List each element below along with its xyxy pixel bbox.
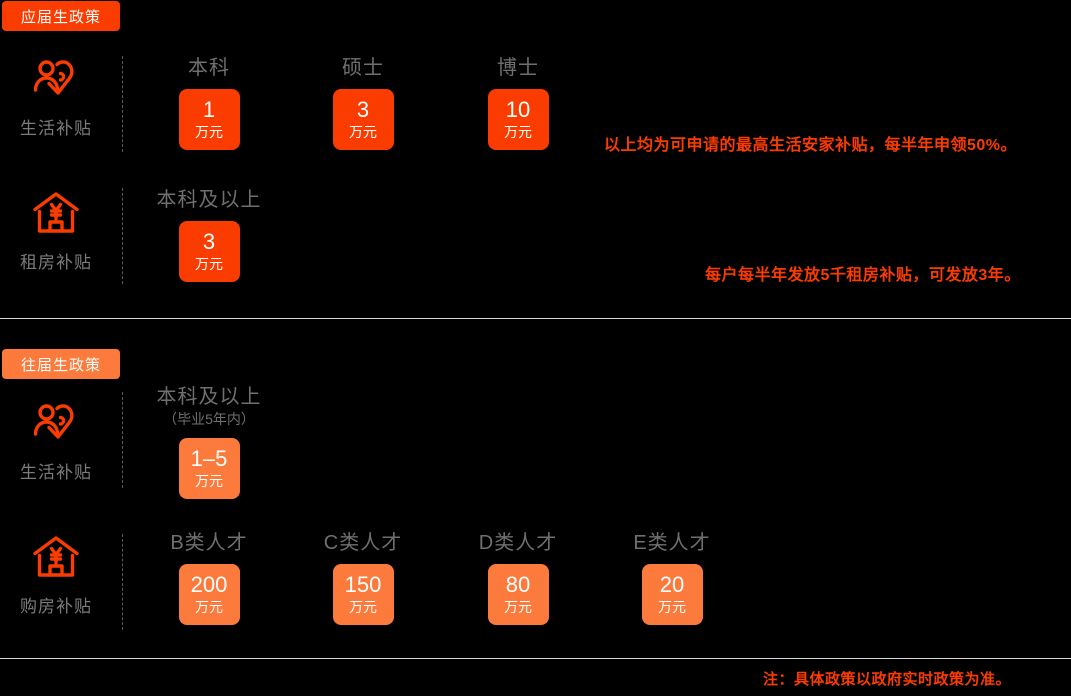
amount-value: 3 (202, 229, 216, 254)
tile-label: D类人才 (478, 532, 558, 554)
row-divider-4 (122, 534, 123, 630)
note-living-allowance: 以上均为可申请的最高生活安家补贴，每半年申领50%。 (604, 137, 1018, 154)
person-heart-icon (29, 56, 83, 102)
row-divider-3 (122, 392, 123, 488)
amount-value: 20 (659, 572, 685, 597)
amount-tile[interactable]: 200 万元 (178, 564, 240, 625)
tile-label: 博士 (497, 57, 539, 79)
tile-group-talent-c: C类人才 150 万元 (303, 531, 423, 625)
amount-unit: 万元 (195, 256, 223, 272)
tile-label: C类人才 (323, 532, 403, 554)
section-divider (0, 318, 1071, 319)
tile-label: 硕士 (342, 57, 384, 79)
tile-sublabel: （毕业5年内） (163, 411, 255, 427)
amount-unit: 万元 (349, 599, 377, 615)
tile-label: 本科及以上 (156, 189, 262, 211)
row-divider-2 (122, 188, 123, 284)
tile-label: B类人才 (170, 532, 248, 554)
amount-value: 1 (202, 97, 216, 122)
footer-divider (0, 658, 1071, 659)
amount-value: 80 (505, 572, 531, 597)
amount-tile[interactable]: 1–5 万元 (178, 438, 240, 499)
person-heart-icon (29, 400, 83, 446)
tile-label: 本科及以上 (156, 386, 262, 408)
tile-group-bachelor-rent: 本科及以上 3 万元 (149, 188, 269, 282)
tile-label: E类人才 (633, 532, 711, 554)
tile-group-doctor-living: 博士 10 万元 (458, 56, 578, 150)
house-yuan-icon (29, 534, 83, 580)
tile-label: 本科 (188, 57, 230, 79)
amount-value: 10 (505, 97, 531, 122)
amount-unit: 万元 (504, 124, 532, 140)
section-badge-fresh-graduate: 应届生政策 (2, 1, 120, 31)
section-badge-past-graduate: 往届生政策 (2, 349, 120, 379)
amount-tile[interactable]: 1 万元 (178, 89, 240, 150)
amount-tile[interactable]: 150 万元 (332, 564, 394, 625)
note-rent-subsidy: 每户每半年发放5千租房补贴，可发放3年。 (705, 267, 1021, 284)
row-label-home-purchase-subsidy: 购房补贴 (0, 534, 112, 617)
house-yuan-icon (29, 190, 83, 236)
tile-group-talent-b: B类人才 200 万元 (149, 531, 269, 625)
row-caption: 购房补贴 (20, 597, 92, 616)
amount-tile[interactable]: 3 万元 (332, 89, 394, 150)
amount-tile[interactable]: 3 万元 (178, 221, 240, 282)
tile-group-talent-d: D类人才 80 万元 (458, 531, 578, 625)
amount-unit: 万元 (504, 599, 532, 615)
amount-value: 200 (190, 572, 228, 597)
amount-value: 1–5 (190, 446, 228, 471)
amount-unit: 万元 (195, 473, 223, 489)
row-divider-1 (122, 56, 123, 152)
amount-unit: 万元 (349, 124, 377, 140)
tile-group-bachelor-plus-living: 本科及以上 （毕业5年内） 1–5 万元 (149, 385, 269, 499)
row-caption: 生活补贴 (20, 119, 92, 138)
tile-group-master-living: 硕士 3 万元 (303, 56, 423, 150)
footer-note: 注：具体政策以政府实时政策为准。 (763, 671, 1012, 688)
amount-unit: 万元 (195, 599, 223, 615)
row-label-rent-subsidy: 租房补贴 (0, 190, 112, 273)
row-caption: 生活补贴 (20, 463, 92, 482)
amount-tile[interactable]: 80 万元 (487, 564, 549, 625)
amount-unit: 万元 (658, 599, 686, 615)
amount-tile[interactable]: 10 万元 (487, 89, 549, 150)
tile-group-talent-e: E类人才 20 万元 (612, 531, 732, 625)
amount-unit: 万元 (195, 124, 223, 140)
row-label-living-allowance-fresh: 生活补贴 (0, 56, 112, 139)
row-caption: 租房补贴 (20, 253, 92, 272)
amount-tile[interactable]: 20 万元 (641, 564, 703, 625)
amount-value: 150 (344, 572, 382, 597)
tile-group-bachelor-living: 本科 1 万元 (149, 56, 269, 150)
row-label-living-allowance-past: 生活补贴 (0, 400, 112, 483)
amount-value: 3 (356, 97, 370, 122)
